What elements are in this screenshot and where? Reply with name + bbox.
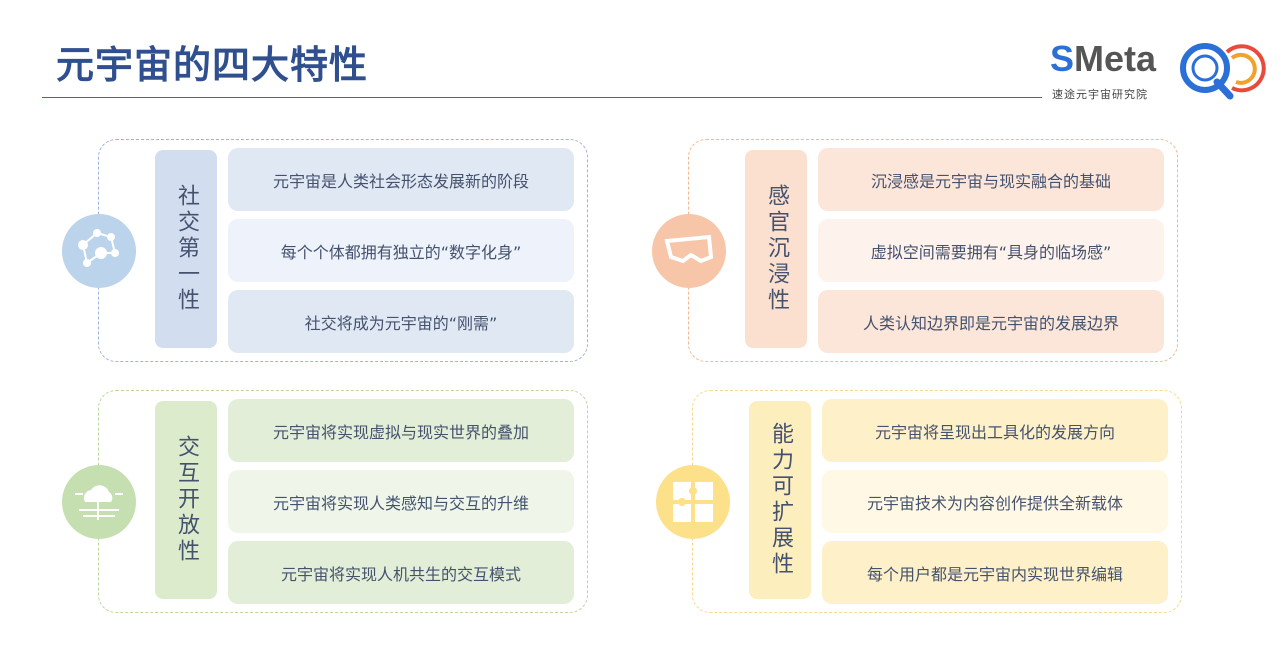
feature-item: 元宇宙将实现人机共生的交互模式 (228, 541, 574, 604)
logo-subtitle: 速途元宇宙研究院 (1052, 88, 1148, 101)
feature-item: 每个用户都是元宇宙内实现世界编辑 (822, 541, 1168, 604)
smeta-logo: SMeta 速途元宇宙研究院 (1050, 38, 1280, 108)
feature-label: 社交第一性 (174, 184, 199, 314)
feature-label-box: 社交第一性 (155, 150, 217, 348)
feature-label: 能力可扩展性 (768, 422, 793, 578)
feature-item: 人类认知边界即是元宇宙的发展边界 (818, 290, 1164, 353)
feature-item: 虚拟空间需要拥有“具身的临场感” (818, 219, 1164, 282)
vr-glasses-icon (652, 214, 726, 288)
feature-label-box: 能力可扩展性 (749, 401, 811, 599)
puzzle-icon (656, 465, 730, 539)
feature-label-box: 感官沉浸性 (745, 150, 807, 348)
feature-item: 沉浸感是元宇宙与现实融合的基础 (818, 148, 1164, 211)
feature-item: 每个个体都拥有独立的“数字化身” (228, 219, 574, 282)
feature-panel: 社交第一性 元宇宙是人类社会形态发展新的阶段每个个体都拥有独立的“数字化身” 社交将… (62, 139, 588, 362)
feature-panel: 能力可扩展性 元宇宙将呈现出工具化的发展方向元宇宙技术为内容创作提供全新载体每个用… (656, 390, 1182, 613)
title-divider (42, 97, 1042, 98)
feature-panel: 感官沉浸性 沉浸感是元宇宙与现实融合的基础虚拟空间需要拥有“具身的临场感” 人类认知… (652, 139, 1178, 362)
page-title: 元宇宙的四大特性 (56, 43, 369, 87)
feature-label-box: 交互开放性 (155, 401, 217, 599)
feature-item: 社交将成为元宇宙的“刚需” (228, 290, 574, 353)
feature-item: 元宇宙将呈现出工具化的发展方向 (822, 399, 1168, 462)
feature-item: 元宇宙是人类社会形态发展新的阶段 (228, 148, 574, 211)
cloud-network-icon (62, 465, 136, 539)
feature-item: 元宇宙将实现虚拟与现实世界的叠加 (228, 399, 574, 462)
social-network-icon (62, 214, 136, 288)
feature-panel: 交互开放性 元宇宙将实现虚拟与现实世界的叠加元宇宙将实现人类感知与交互的升维元宇宙… (62, 390, 588, 613)
feature-item: 元宇宙将实现人类感知与交互的升维 (228, 470, 574, 533)
feature-label: 感官沉浸性 (764, 184, 789, 314)
feature-label: 交互开放性 (174, 435, 199, 565)
feature-item: 元宇宙技术为内容创作提供全新载体 (822, 470, 1168, 533)
magnifier-logo-icon (1180, 43, 1266, 100)
